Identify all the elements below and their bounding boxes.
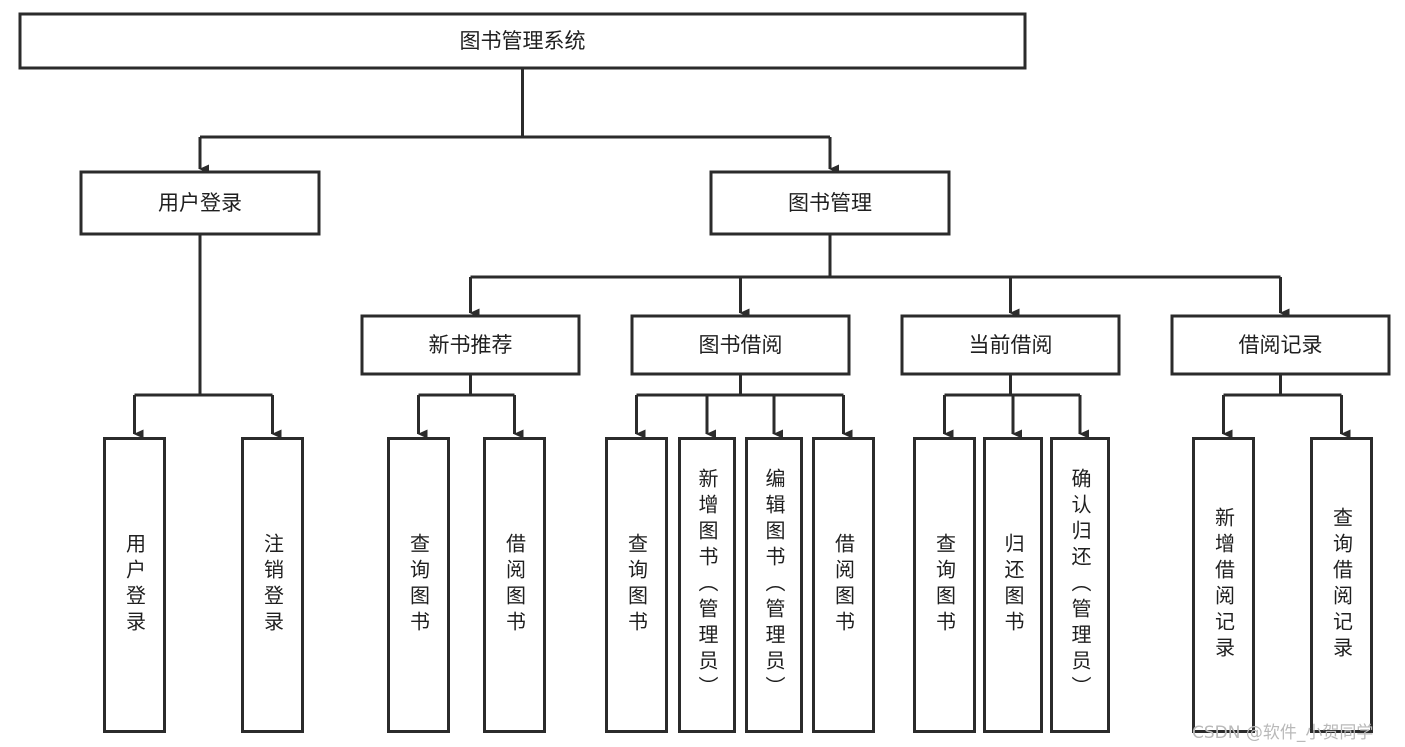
level3-node-1[interactable]: 图书借阅: [630, 314, 851, 376]
leaf-node-10-label: 确认归还（管理员）: [1068, 468, 1092, 702]
leaf-node-9-label: 归还图书: [1001, 533, 1025, 637]
level2-node-1-rect: [709, 170, 951, 236]
leaf-node-11-label: 新增借阅记录: [1211, 507, 1236, 663]
leaf-node-3-label: 借阅图书: [502, 533, 527, 637]
leaf-node-7-label: 借阅图书: [831, 533, 856, 637]
level3-node-2-label: 当前借阅: [969, 333, 1053, 357]
leaf-node-6-label: 编辑图书（管理员）: [762, 468, 786, 702]
leaf-node-0[interactable]: 用户登录: [103, 437, 166, 733]
root-node[interactable]: 图书管理系统: [18, 12, 1027, 70]
level3-node-2[interactable]: 当前借阅: [900, 314, 1121, 376]
leaf-node-4-label: 查询图书: [624, 533, 649, 637]
leaf-node-8[interactable]: 查询图书: [913, 437, 976, 733]
level2-node-1-label: 图书管理: [788, 191, 872, 215]
level3-node-3[interactable]: 借阅记录: [1170, 314, 1391, 376]
level3-node-0[interactable]: 新书推荐: [360, 314, 581, 376]
leaf-node-9[interactable]: 归还图书: [983, 437, 1043, 733]
level3-node-1-label: 图书借阅: [699, 333, 783, 357]
leaf-node-12[interactable]: 查询借阅记录: [1310, 437, 1373, 733]
leaf-node-6[interactable]: 编辑图书（管理员）: [745, 437, 803, 733]
level3-node-0-label: 新书推荐: [429, 333, 513, 357]
leaf-node-1-label: 注销登录: [260, 533, 285, 637]
leaf-node-3[interactable]: 借阅图书: [483, 437, 546, 733]
leaf-node-0-label: 用户登录: [122, 533, 147, 637]
leaf-node-1[interactable]: 注销登录: [241, 437, 304, 733]
leaf-node-12-label: 查询借阅记录: [1329, 507, 1354, 663]
leaf-node-8-label: 查询图书: [932, 533, 957, 637]
level2-node-0[interactable]: 用户登录: [79, 170, 321, 236]
root-node-label: 图书管理系统: [460, 29, 586, 53]
leaf-node-2[interactable]: 查询图书: [387, 437, 450, 733]
level3-node-3-rect: [1170, 314, 1391, 376]
leaf-node-11[interactable]: 新增借阅记录: [1192, 437, 1255, 733]
leaf-node-10[interactable]: 确认归还（管理员）: [1050, 437, 1110, 733]
leaf-node-5-label: 新增图书（管理员）: [695, 468, 719, 702]
leaf-node-7[interactable]: 借阅图书: [812, 437, 875, 733]
leaf-node-2-label: 查询图书: [406, 533, 431, 637]
level2-node-0-label: 用户登录: [158, 191, 242, 215]
level3-node-3-label: 借阅记录: [1239, 333, 1323, 357]
leaf-node-5[interactable]: 新增图书（管理员）: [678, 437, 736, 733]
leaf-node-4[interactable]: 查询图书: [605, 437, 668, 733]
level2-node-1[interactable]: 图书管理: [709, 170, 951, 236]
root-node-rect: [18, 12, 1027, 70]
